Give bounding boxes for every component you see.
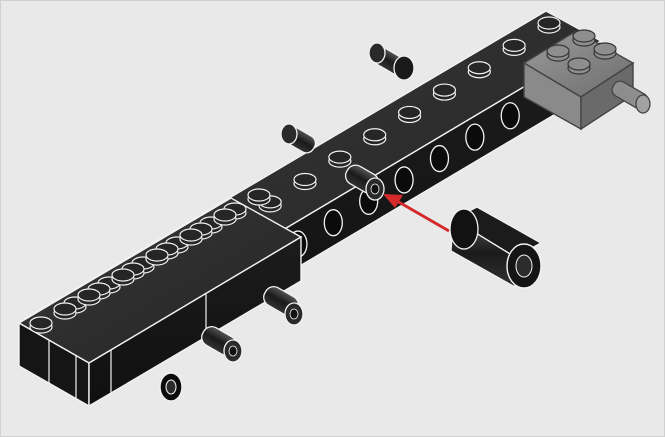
- stud: [78, 289, 100, 301]
- stud: [568, 58, 590, 70]
- insertion-arrow: [383, 194, 449, 231]
- beam-hole: [466, 124, 484, 150]
- stud: [294, 174, 316, 186]
- beam-hole: [324, 210, 342, 236]
- stud: [146, 249, 168, 261]
- stud: [594, 43, 616, 55]
- brick-base-section: [19, 189, 301, 406]
- stud: [30, 317, 52, 329]
- stud: [329, 151, 351, 163]
- stud: [538, 17, 560, 29]
- stud: [180, 229, 202, 241]
- stud: [433, 84, 455, 96]
- stud: [468, 62, 490, 74]
- beam-hole: [430, 146, 448, 172]
- loose-black-bush-piece: [450, 207, 541, 288]
- stud: [547, 45, 569, 57]
- stud: [573, 30, 595, 42]
- stud: [399, 106, 421, 118]
- technic-pin-front-1: [260, 283, 303, 325]
- stud: [214, 209, 236, 221]
- stud: [364, 129, 386, 141]
- stud: [112, 269, 134, 281]
- beam-hole: [395, 167, 413, 193]
- stud: [248, 189, 270, 201]
- technic-pin-back-1: [369, 43, 414, 80]
- beam-hole: [501, 103, 519, 129]
- stud: [54, 303, 76, 315]
- stud: [503, 39, 525, 51]
